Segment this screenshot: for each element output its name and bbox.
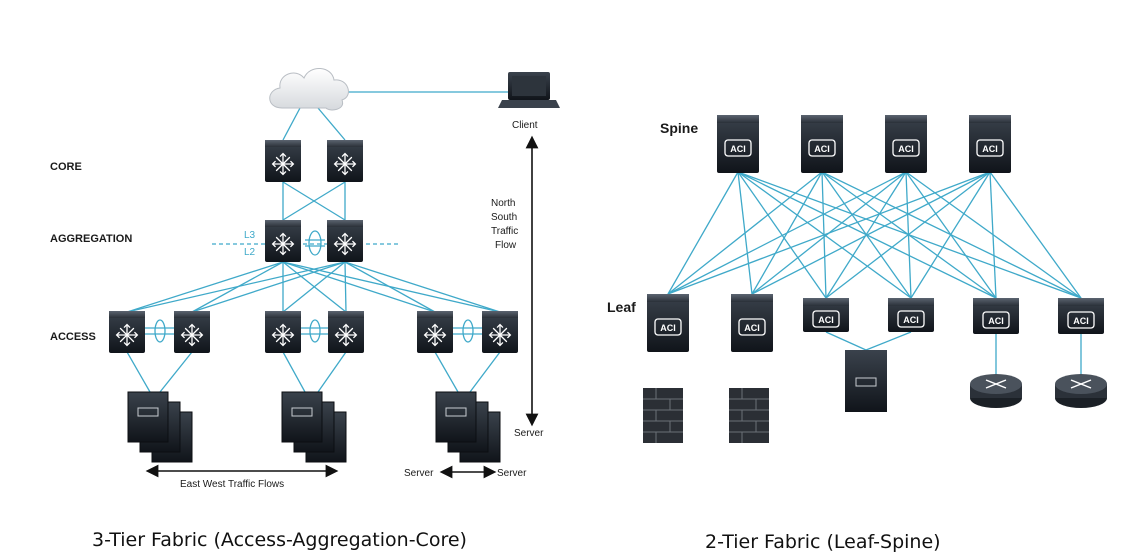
- switch-icon: [328, 311, 364, 353]
- aci-switch-icon: ACI: [1058, 298, 1104, 334]
- three-tier-fabric: L3 L2 CORE AGGREGATION ACCESS Client Nor…: [50, 68, 560, 551]
- leaf-spine-fabric: ACI ACI ACI ACI ACI ACI ACI ACI ACI ACI: [607, 115, 1107, 553]
- server-stack-icon: [435, 391, 501, 463]
- three-tier-server-stacks: [127, 391, 501, 463]
- spine-switches: ACI ACI ACI ACI: [717, 115, 1011, 173]
- aci-text: ACI: [1073, 316, 1089, 326]
- aci-switch-icon: ACI: [888, 298, 934, 332]
- vpc-oval: [462, 319, 474, 343]
- server-stack-icon: [281, 391, 347, 463]
- router-icon: [1055, 374, 1107, 408]
- north-south-line-1: North: [491, 198, 515, 209]
- aci-switch-icon: ACI: [885, 115, 927, 173]
- l3-label: L3: [244, 230, 256, 241]
- l2-label: L2: [244, 247, 256, 258]
- aci-text: ACI: [903, 315, 919, 325]
- switch-icon: [327, 140, 363, 182]
- aci-text: ACI: [982, 144, 998, 154]
- client-label: Client: [512, 120, 538, 131]
- three-tier-links: [126, 91, 527, 393]
- server-icon: [845, 350, 887, 412]
- east-west-label: East West Traffic Flows: [180, 479, 284, 490]
- server-stack-icon: [127, 391, 193, 463]
- spine-label: Spine: [660, 120, 698, 136]
- aggregation-label: AGGREGATION: [50, 233, 132, 245]
- server-label: Server: [514, 428, 544, 439]
- router-icon: [970, 374, 1022, 408]
- leaf-switches: ACI ACI ACI ACI ACI ACI: [647, 294, 1104, 352]
- core-label: CORE: [50, 161, 82, 173]
- three-tier-switches: [109, 140, 518, 353]
- aci-switch-icon: ACI: [731, 294, 773, 352]
- switch-icon: [265, 140, 301, 182]
- switch-icon: [265, 311, 301, 353]
- firewall-icon: [729, 388, 769, 443]
- aci-switch-icon: ACI: [969, 115, 1011, 173]
- switch-icon: [417, 311, 453, 353]
- cloud-icon: [269, 68, 349, 111]
- north-south-line-2: South: [491, 212, 517, 223]
- aci-text: ACI: [660, 323, 676, 333]
- north-south-line-4: Flow: [495, 240, 517, 251]
- aci-switch-icon: ACI: [801, 115, 843, 173]
- leaf-spine-links: [667, 171, 1082, 299]
- aci-switch-icon: ACI: [803, 298, 849, 332]
- switch-icon: [327, 220, 363, 262]
- laptop-icon: [498, 72, 560, 108]
- three-tier-caption: 3-Tier Fabric (Access-Aggregation-Core): [92, 529, 467, 551]
- leaf-spine-caption: 2-Tier Fabric (Leaf-Spine): [705, 531, 941, 553]
- leaf-label: Leaf: [607, 299, 636, 315]
- switch-icon: [109, 311, 145, 353]
- aci-text: ACI: [744, 323, 760, 333]
- firewall-icon: [643, 388, 683, 443]
- aci-switch-icon: ACI: [647, 294, 689, 352]
- aci-text: ACI: [730, 144, 746, 154]
- switch-icon: [482, 311, 518, 353]
- aci-text: ACI: [814, 144, 830, 154]
- aci-switch-icon: ACI: [973, 298, 1019, 334]
- aci-text: ACI: [988, 316, 1004, 326]
- vpc-oval: [308, 230, 322, 256]
- north-south-line-3: Traffic: [491, 226, 518, 237]
- switch-icon: [174, 311, 210, 353]
- access-label: ACCESS: [50, 331, 96, 343]
- server-right-label: Server: [497, 468, 527, 479]
- aci-switch-icon: ACI: [717, 115, 759, 173]
- vpc-oval: [154, 319, 166, 343]
- vpc-oval: [309, 319, 321, 343]
- aci-text: ACI: [818, 315, 834, 325]
- server-left-label: Server: [404, 468, 434, 479]
- switch-icon: [265, 220, 301, 262]
- aci-text: ACI: [898, 144, 914, 154]
